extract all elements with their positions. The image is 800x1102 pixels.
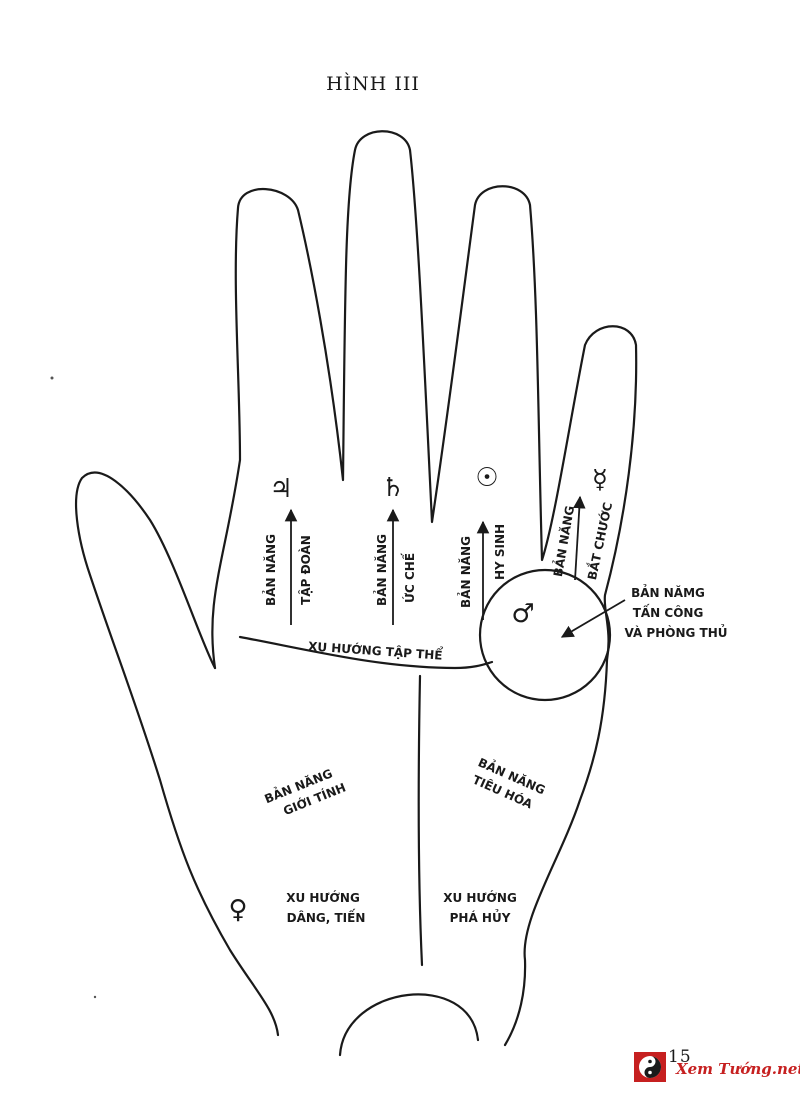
devotion-tendency-line1: XU HƯỚNG (286, 890, 360, 905)
destroy-tendency-line2: PHÁ HỦY (450, 909, 511, 925)
figure-title: HÌNH III (326, 72, 420, 95)
jupiter-label-a: BẢN NĂNG (262, 534, 278, 606)
attack-defense-line3: VÀ PHÒNG THỦ (624, 624, 727, 640)
jupiter-symbol-icon: ♃ (269, 474, 292, 504)
page-number: 15 (668, 1047, 692, 1067)
heart-line (238, 635, 494, 670)
speck-mark (50, 376, 54, 380)
attack-defense-arrow (560, 599, 626, 638)
attack-defense-line2: TẤN CÔNG (633, 603, 704, 620)
speck-mark (93, 995, 97, 999)
mercury-arrow (573, 495, 586, 581)
saturn-symbol-icon: ♄ (381, 473, 404, 503)
sun-label-b: HY SINH (493, 524, 507, 580)
destroy-tendency-line1: XU HƯỚNG (443, 890, 517, 905)
thumb-outline (74, 471, 280, 1037)
hand-outline (211, 130, 638, 1047)
sun-label-a: BẢN NĂNG (457, 536, 473, 608)
watermark-text: Xem Tướng.net (675, 1060, 800, 1078)
saturn-label-b: ỨC CHẾ (401, 552, 417, 603)
jupiter-label-b: TẬP ĐOÀN (298, 535, 313, 605)
saturn-label-a: BẢN NĂNG (373, 534, 389, 606)
watermark: Xem Tướng.net (634, 1052, 800, 1082)
mars-circle (478, 568, 612, 702)
wrist-arc (338, 993, 480, 1057)
sun-symbol-icon: ☉ (475, 463, 498, 493)
center-line (417, 674, 424, 967)
devotion-tendency-line2: DÂNG, TIẾN (287, 909, 366, 925)
mercury-symbol-icon: ☿ (592, 465, 608, 495)
mars-symbol-icon: ♂ (511, 599, 534, 629)
attack-defense-line1: BẢN NĂMG (631, 584, 705, 600)
venus-symbol-icon: ♀ (228, 895, 247, 925)
collective-tendency-label: XU HƯỚNG TẬP THỂ (308, 636, 444, 662)
